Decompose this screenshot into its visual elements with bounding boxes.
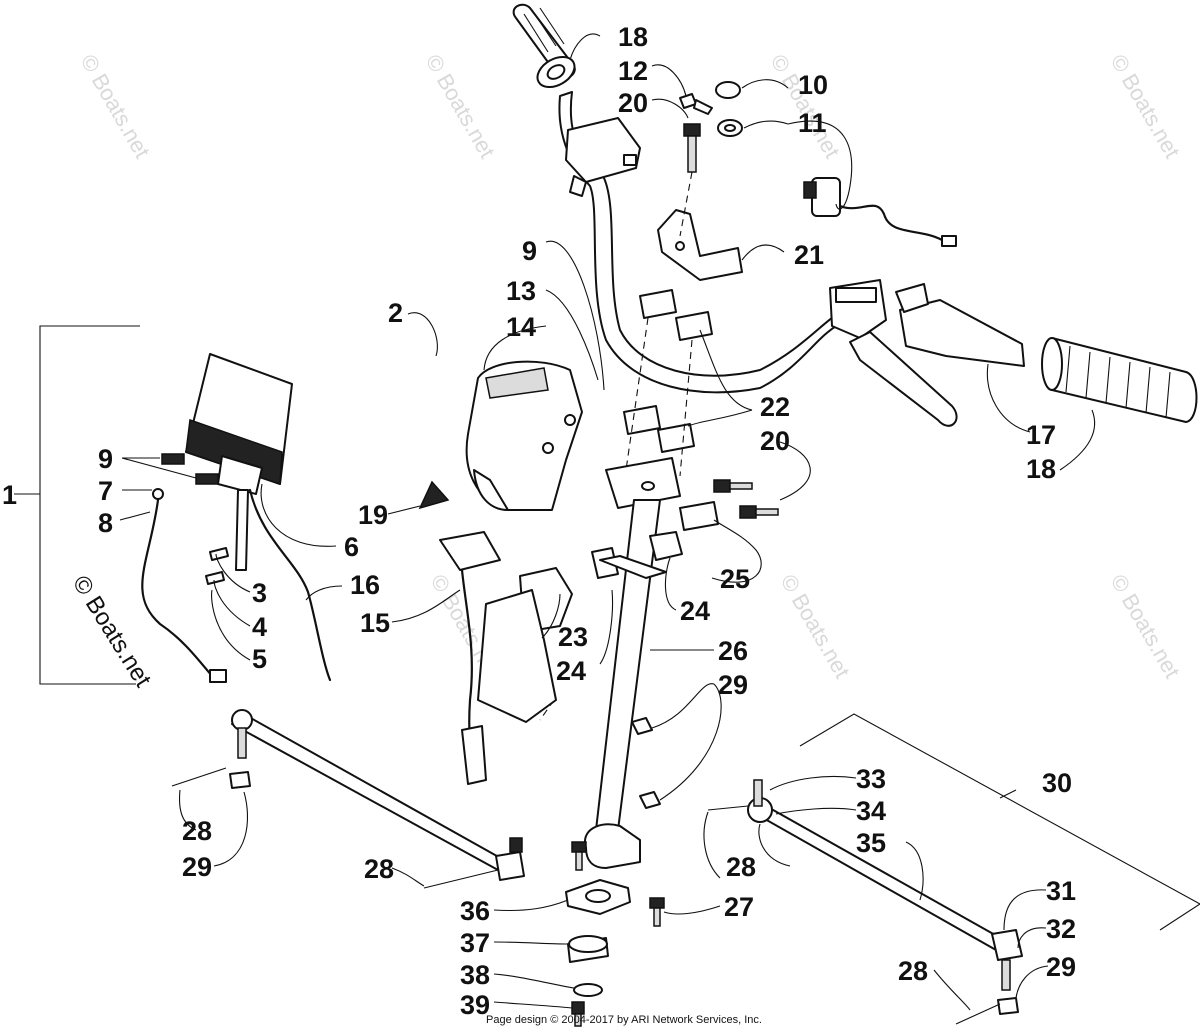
callout: 13	[506, 276, 536, 306]
throttle-brake-assembly	[829, 279, 1025, 427]
callout: 16	[350, 570, 380, 600]
callout: 37	[460, 928, 490, 958]
leader-lines	[119, 33, 1096, 1011]
right-grip	[1041, 337, 1198, 423]
indicator-harness	[439, 531, 557, 785]
plug	[418, 480, 450, 510]
callout: 18	[618, 22, 648, 52]
callout: 18	[1026, 454, 1056, 484]
callout: 9	[522, 236, 537, 266]
callout: 20	[618, 88, 648, 118]
callout: 5	[252, 644, 267, 674]
speedometer-bolts	[152, 453, 219, 500]
watermark: © Boats.net	[76, 50, 155, 162]
callout: 23	[558, 622, 588, 652]
callout: 33	[856, 764, 886, 794]
callout: 29	[182, 852, 212, 882]
callout: 29	[1046, 952, 1076, 982]
callout: 24	[556, 656, 586, 686]
callout: 27	[724, 892, 754, 922]
watermark: © Boats.net	[421, 50, 500, 162]
speedometer-cables	[141, 488, 332, 683]
callout: 30	[1042, 768, 1072, 798]
callout: 3	[252, 578, 267, 608]
side-bolts	[713, 479, 779, 519]
key-and-caps	[679, 81, 743, 137]
instrument-pod	[465, 360, 583, 511]
ignition-switch	[803, 177, 957, 247]
callout: 36	[460, 896, 490, 926]
top-bolt	[683, 123, 701, 173]
callout: 38	[460, 960, 490, 990]
callout-labels: 18 12 20 10 11 21 9 13 14 2 22 20 17 18 …	[2, 22, 1076, 1020]
callout: 35	[856, 828, 886, 858]
callout: 11	[798, 108, 827, 138]
callout: 9	[98, 444, 113, 474]
callout: 28	[364, 854, 394, 884]
callout: 2	[388, 298, 403, 328]
callout: 20	[760, 426, 790, 456]
callout: 14	[506, 312, 536, 342]
lower-bearing-stack	[565, 879, 631, 1027]
callout: 26	[718, 636, 748, 666]
footer-credit: Page design © 2004-2017 by ARI Network S…	[486, 1014, 762, 1026]
callout: 28	[182, 816, 212, 846]
steering-post	[583, 457, 681, 869]
callout: 25	[720, 564, 750, 594]
callout: 24	[680, 596, 710, 626]
callout: 1	[2, 480, 17, 510]
watermark: © Boats.net	[1106, 570, 1185, 682]
watermark: © Boats.net	[766, 50, 845, 162]
group-brackets	[14, 325, 1200, 931]
callout: 28	[726, 852, 756, 882]
speedometer	[185, 353, 293, 571]
center-nuts	[571, 717, 665, 927]
callout: 31	[1046, 876, 1076, 906]
callout: 12	[618, 56, 648, 86]
right-tie-rod	[423, 779, 1023, 1025]
callout: 17	[1026, 420, 1056, 450]
left-grip	[512, 3, 576, 89]
callout: 34	[856, 796, 886, 826]
callout: 10	[798, 70, 828, 100]
callout: 7	[98, 476, 113, 506]
left-tie-rod	[171, 709, 525, 881]
watermark: © Boats.net	[776, 570, 855, 682]
upper-clamps	[623, 289, 713, 453]
callout: 4	[252, 612, 267, 642]
bracket	[657, 209, 743, 281]
callout: 32	[1046, 914, 1076, 944]
callout: 39	[460, 990, 490, 1020]
callout: 21	[794, 240, 824, 270]
watermark: © Boats.net	[1106, 50, 1185, 162]
callout: 8	[98, 508, 113, 538]
callout: 19	[358, 500, 388, 530]
callout: 29	[718, 670, 748, 700]
left-switch-housing	[565, 117, 641, 197]
callout: 22	[760, 392, 790, 422]
callout: 6	[344, 532, 359, 562]
callout: 15	[360, 608, 390, 638]
callout: 28	[898, 956, 928, 986]
